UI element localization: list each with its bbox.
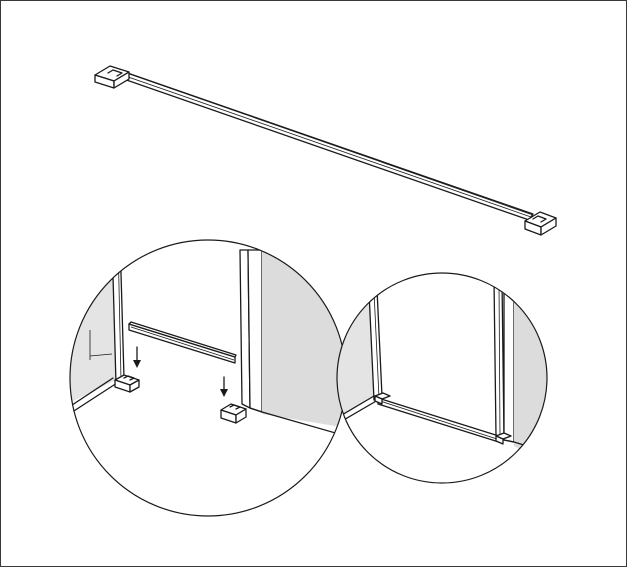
installation-detail-left bbox=[69, 239, 347, 517]
clip-piece-left bbox=[114, 374, 140, 393]
down-arrow-icon bbox=[220, 376, 228, 397]
installation-detail-right bbox=[336, 272, 548, 484]
end-cap-left bbox=[94, 65, 130, 89]
down-arrow-icon bbox=[133, 346, 141, 368]
end-cap-right bbox=[524, 211, 557, 236]
threshold-bar-overview bbox=[94, 65, 557, 236]
clip-piece-right bbox=[220, 403, 247, 424]
